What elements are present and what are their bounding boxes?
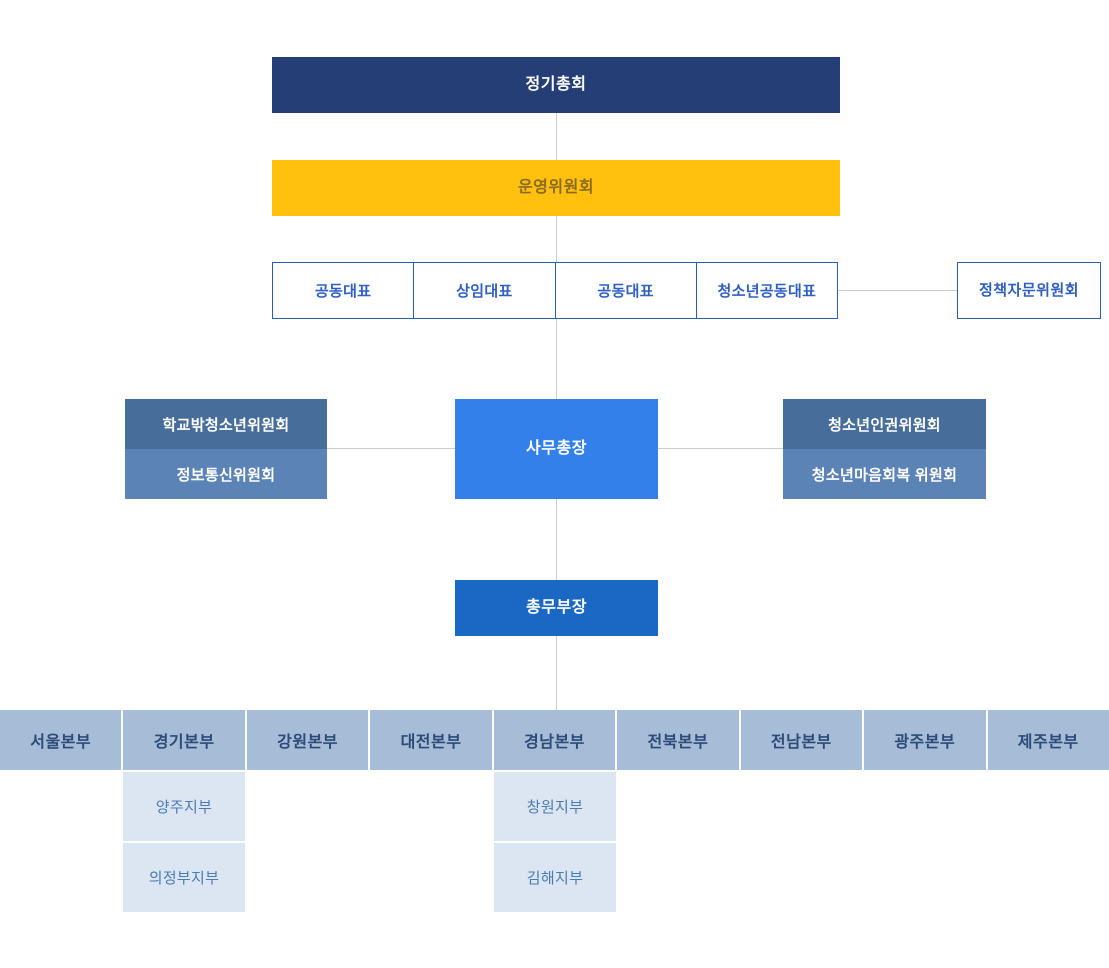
hq-gwangju: 광주본부: [864, 710, 986, 770]
general-assembly-box: 정기총회: [272, 57, 840, 113]
regional-hq-row: 서울본부 경기본부 강원본부 대전본부 경남본부 전북본부 전남본부 광주본부 …: [0, 710, 1109, 770]
youth-mind-recovery-committee-box: 청소년마음회복 위원회: [783, 449, 986, 499]
branch-changwon: 창원지부: [494, 772, 616, 841]
general-affairs-head-box: 총무부장: [455, 580, 658, 636]
branch-yangju: 양주지부: [123, 772, 245, 841]
gyeonggi-branch-stack: 양주지부 의정부지부: [123, 772, 245, 912]
connector-leaders-advisory: [838, 290, 957, 291]
hq-seoul: 서울본부: [0, 710, 122, 770]
hq-jeju: 제주본부: [987, 710, 1109, 770]
branch-uijeongbu: 의정부지부: [123, 843, 245, 912]
hq-daejeon: 대전본부: [370, 710, 492, 770]
connector-gaffairs-hq: [556, 636, 557, 710]
connector-secretary-gaffairs: [556, 499, 557, 580]
co-representative-box-2: 공동대표: [554, 262, 697, 319]
hq-gyeongnam: 경남본부: [493, 710, 616, 770]
secretary-general-box: 사무총장: [455, 399, 658, 499]
connector-leaders-secretary: [556, 319, 557, 399]
hq-jeonnam: 전남본부: [740, 710, 863, 770]
info-telecom-committee-box: 정보통신위원회: [125, 449, 327, 499]
connector-left-committees: [327, 448, 455, 449]
policy-advisory-box: 정책자문위원회: [957, 262, 1101, 319]
steering-committee-box: 운영위원회: [272, 160, 840, 216]
gyeongnam-branch-stack: 창원지부 김해지부: [494, 772, 616, 912]
out-of-school-youth-committee-box: 학교밖청소년위원회: [125, 399, 327, 449]
left-committee-stack: 학교밖청소년위원회 정보통신위원회: [125, 399, 327, 499]
youth-co-representative-box: 청소년공동대표: [695, 262, 838, 319]
connector-right-committees: [658, 448, 783, 449]
right-committee-stack: 청소년인권위원회 청소년마음회복 위원회: [783, 399, 986, 499]
leaders-row: 공동대표 상임대표 공동대표 청소년공동대표: [272, 262, 838, 319]
youth-rights-committee-box: 청소년인권위원회: [783, 399, 986, 449]
hq-gangwon: 강원본부: [246, 710, 369, 770]
branch-gimhae: 김해지부: [494, 843, 616, 912]
co-representative-box-1: 공동대표: [272, 262, 415, 319]
hq-gyeonggi: 경기본부: [123, 710, 245, 770]
connector-steering-leaders: [556, 216, 557, 262]
standing-representative-box: 상임대표: [413, 262, 556, 319]
hq-jeonbuk: 전북본부: [617, 710, 739, 770]
connector-assembly-steering: [556, 113, 557, 160]
